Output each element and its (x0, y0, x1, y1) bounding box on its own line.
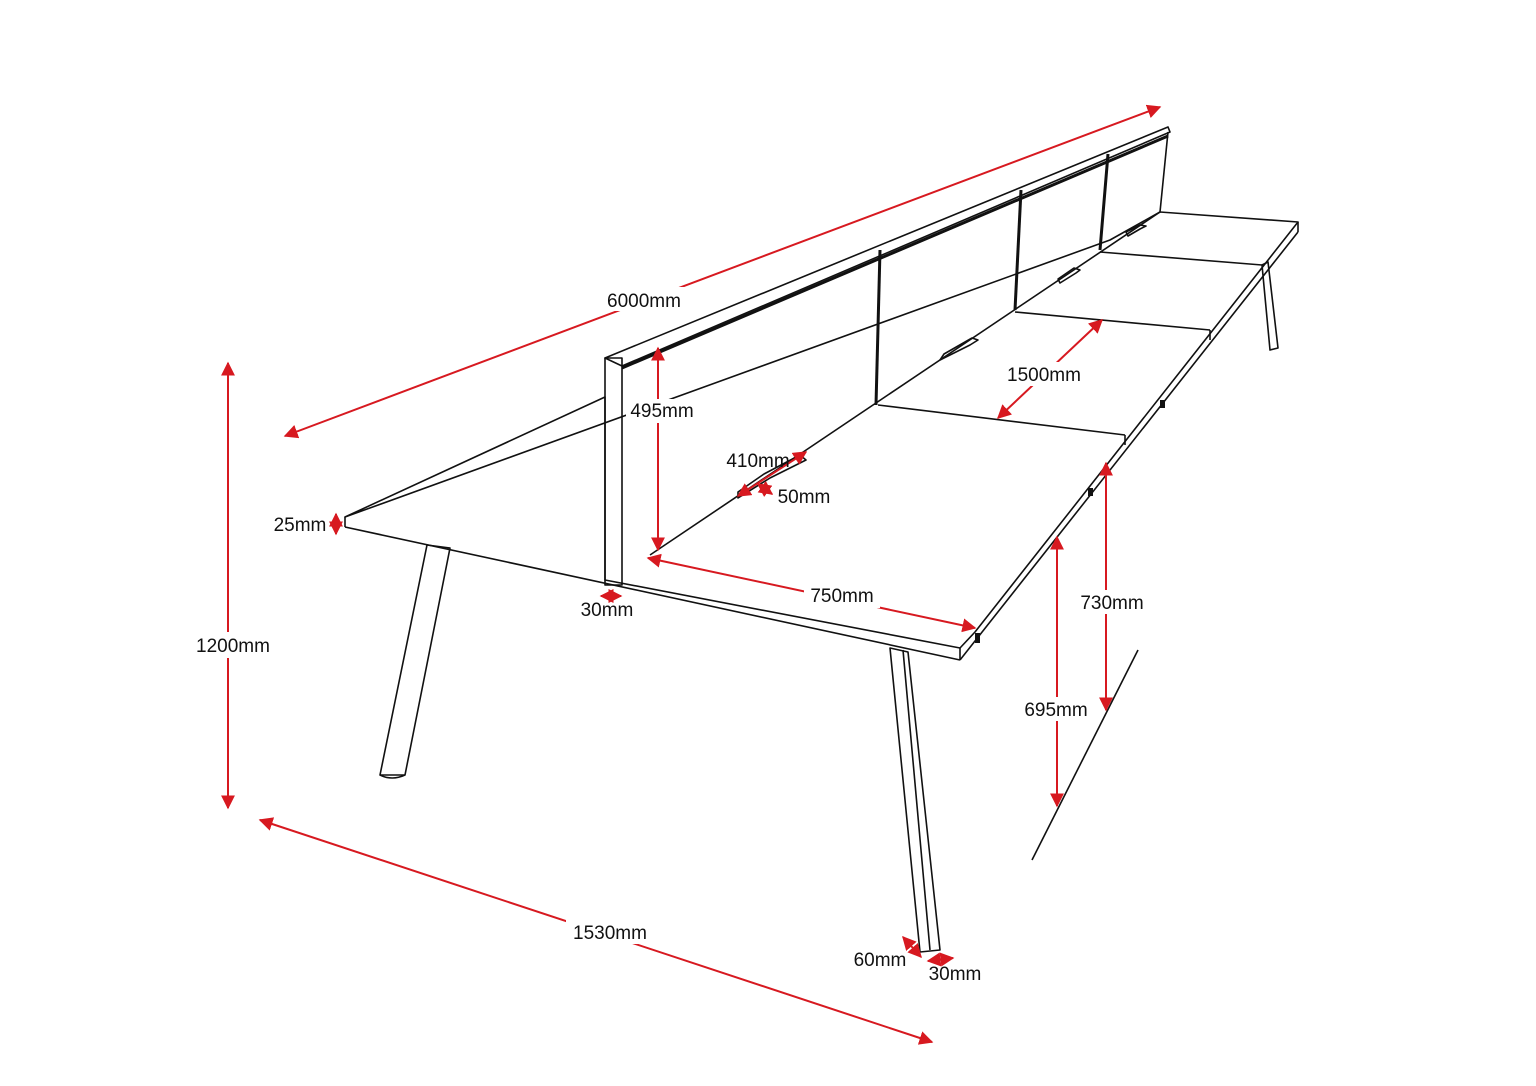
label-cable-port-width: 50mm (778, 487, 831, 508)
label-leg-width: 30mm (929, 964, 982, 985)
arrow-410 (736, 451, 808, 497)
label-desk-width: 1500mm (1007, 365, 1081, 386)
label-overall-depth: 1530mm (573, 923, 647, 944)
label-screen-height: 495mm (630, 401, 693, 422)
privacy-screen (604, 126, 1171, 586)
label-leg-depth: 60mm (854, 950, 907, 971)
arrow-6000 (283, 104, 1162, 439)
desk-legs (379, 261, 1279, 953)
arrow-50 (756, 480, 774, 498)
label-under-desk-height: 695mm (1024, 700, 1087, 721)
label-overall-length: 6000mm (607, 291, 681, 312)
arrow-60 (902, 935, 922, 959)
label-top-thickness: 25mm (274, 515, 327, 536)
label-desk-depth: 750mm (810, 586, 873, 607)
label-cable-port-length: 410mm (726, 451, 789, 472)
label-screen-thickness: 30mm (581, 600, 634, 621)
label-overall-height: 1200mm (196, 636, 270, 657)
arrow-30-leg (926, 952, 955, 967)
label-desk-height: 730mm (1080, 593, 1143, 614)
